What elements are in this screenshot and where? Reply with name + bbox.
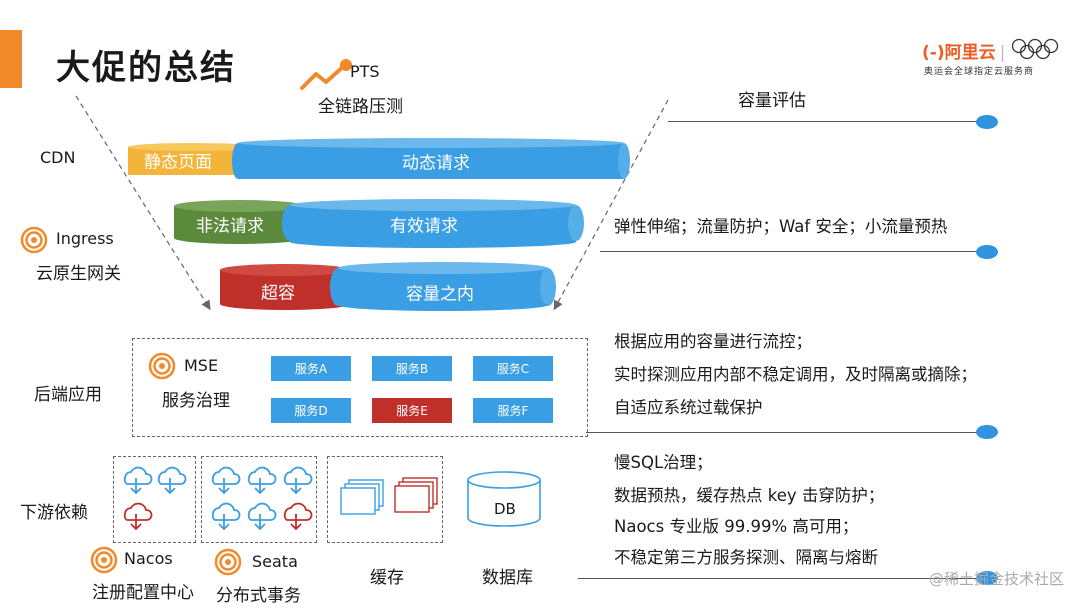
chart-growth-icon	[300, 59, 352, 90]
page-title: 大促的总结	[56, 48, 236, 88]
pts-name: PTS	[350, 62, 380, 81]
service-f: 服务F	[473, 398, 553, 423]
nacos-name: Nacos	[124, 549, 173, 568]
cache-box	[327, 456, 443, 543]
backend-line-2: 实时探测应用内部不稳定调用，及时隔离或摘除；	[614, 365, 977, 384]
cdn-label: CDN	[40, 148, 76, 167]
cache-label: 缓存	[370, 568, 404, 588]
olympic-rings-icon	[1011, 38, 1059, 60]
divider-2	[600, 251, 978, 252]
spiral-logo-icon	[148, 352, 176, 380]
bullet-dot	[976, 571, 998, 585]
bullet-dot	[976, 115, 998, 129]
service-b: 服务B	[372, 356, 452, 381]
spiral-logo-icon	[20, 226, 48, 254]
spiral-logo-icon	[90, 546, 118, 574]
downstream-line-3: Naocs 专业版 99.99% 高可用；	[614, 517, 859, 536]
bullet-dot	[976, 425, 998, 439]
seata-name: Seata	[252, 552, 298, 571]
funnel-right-arrow	[553, 99, 669, 311]
seata-desc: 分布式事务	[216, 586, 301, 606]
mse-name: MSE	[184, 356, 219, 375]
downstream-icons	[123, 466, 438, 530]
valid-request-label: 有效请求	[390, 216, 458, 237]
backend-line-3: 自适应系统过载保护	[614, 398, 763, 417]
downstream-label: 下游依赖	[20, 503, 88, 523]
nacos-box	[113, 456, 196, 543]
database-label: 数据库	[482, 568, 533, 588]
seata-box	[201, 456, 317, 543]
aliyun-logo: (-)阿里云| 奥运会全球指定云服务商	[922, 38, 1062, 84]
backend-line-1: 根据应用的容量进行流控；	[614, 332, 812, 351]
capacity-cylinder	[220, 262, 556, 311]
watermark: @稀土掘金技术社区	[928, 570, 1064, 588]
brand-tagline: 奥运会全球指定云服务商	[924, 67, 1035, 77]
divider-1	[668, 121, 978, 122]
over-capacity-label: 超容	[261, 283, 295, 304]
backend-label: 后端应用	[34, 385, 102, 405]
database-icon	[467, 471, 541, 527]
nacos-desc: 注册配置中心	[92, 583, 194, 603]
downstream-line-2: 数据预热，缓存热点 key 击穿防护；	[614, 486, 885, 505]
ingress-cylinder	[174, 199, 584, 248]
ingress-name: Ingress	[56, 229, 114, 248]
mse-desc: 服务治理	[162, 391, 230, 411]
within-capacity-label: 容量之内	[406, 284, 474, 305]
backend-box	[132, 338, 588, 437]
service-c: 服务C	[473, 356, 553, 381]
divider-4	[578, 578, 978, 579]
accent-bar	[0, 30, 22, 88]
illegal-request-label: 非法请求	[196, 216, 264, 237]
service-a: 服务A	[271, 356, 351, 381]
service-e: 服务E	[372, 398, 452, 423]
cdn-cylinder	[128, 138, 630, 179]
downstream-line-1: 慢SQL治理；	[614, 453, 713, 472]
service-d: 服务D	[271, 398, 351, 423]
ingress-measures: 弹性伸缩；流量防护；Waf 安全；小流量预热	[614, 217, 948, 236]
downstream-line-4: 不稳定第三方服务探测、隔离与熔断	[614, 548, 878, 567]
db-label: DB	[494, 500, 516, 518]
brand-text: (-)阿里云|	[922, 43, 1006, 63]
brand-name: 阿里云	[944, 43, 996, 63]
divider-3	[586, 432, 978, 433]
capacity-eval-title: 容量评估	[738, 91, 806, 111]
static-page-label: 静态页面	[144, 152, 212, 173]
spiral-logo-icon	[214, 548, 242, 576]
dynamic-request-label: 动态请求	[402, 153, 470, 174]
pts-desc: 全链路压测	[318, 97, 403, 117]
bullet-dot	[976, 245, 998, 259]
ingress-desc: 云原生网关	[36, 264, 121, 284]
